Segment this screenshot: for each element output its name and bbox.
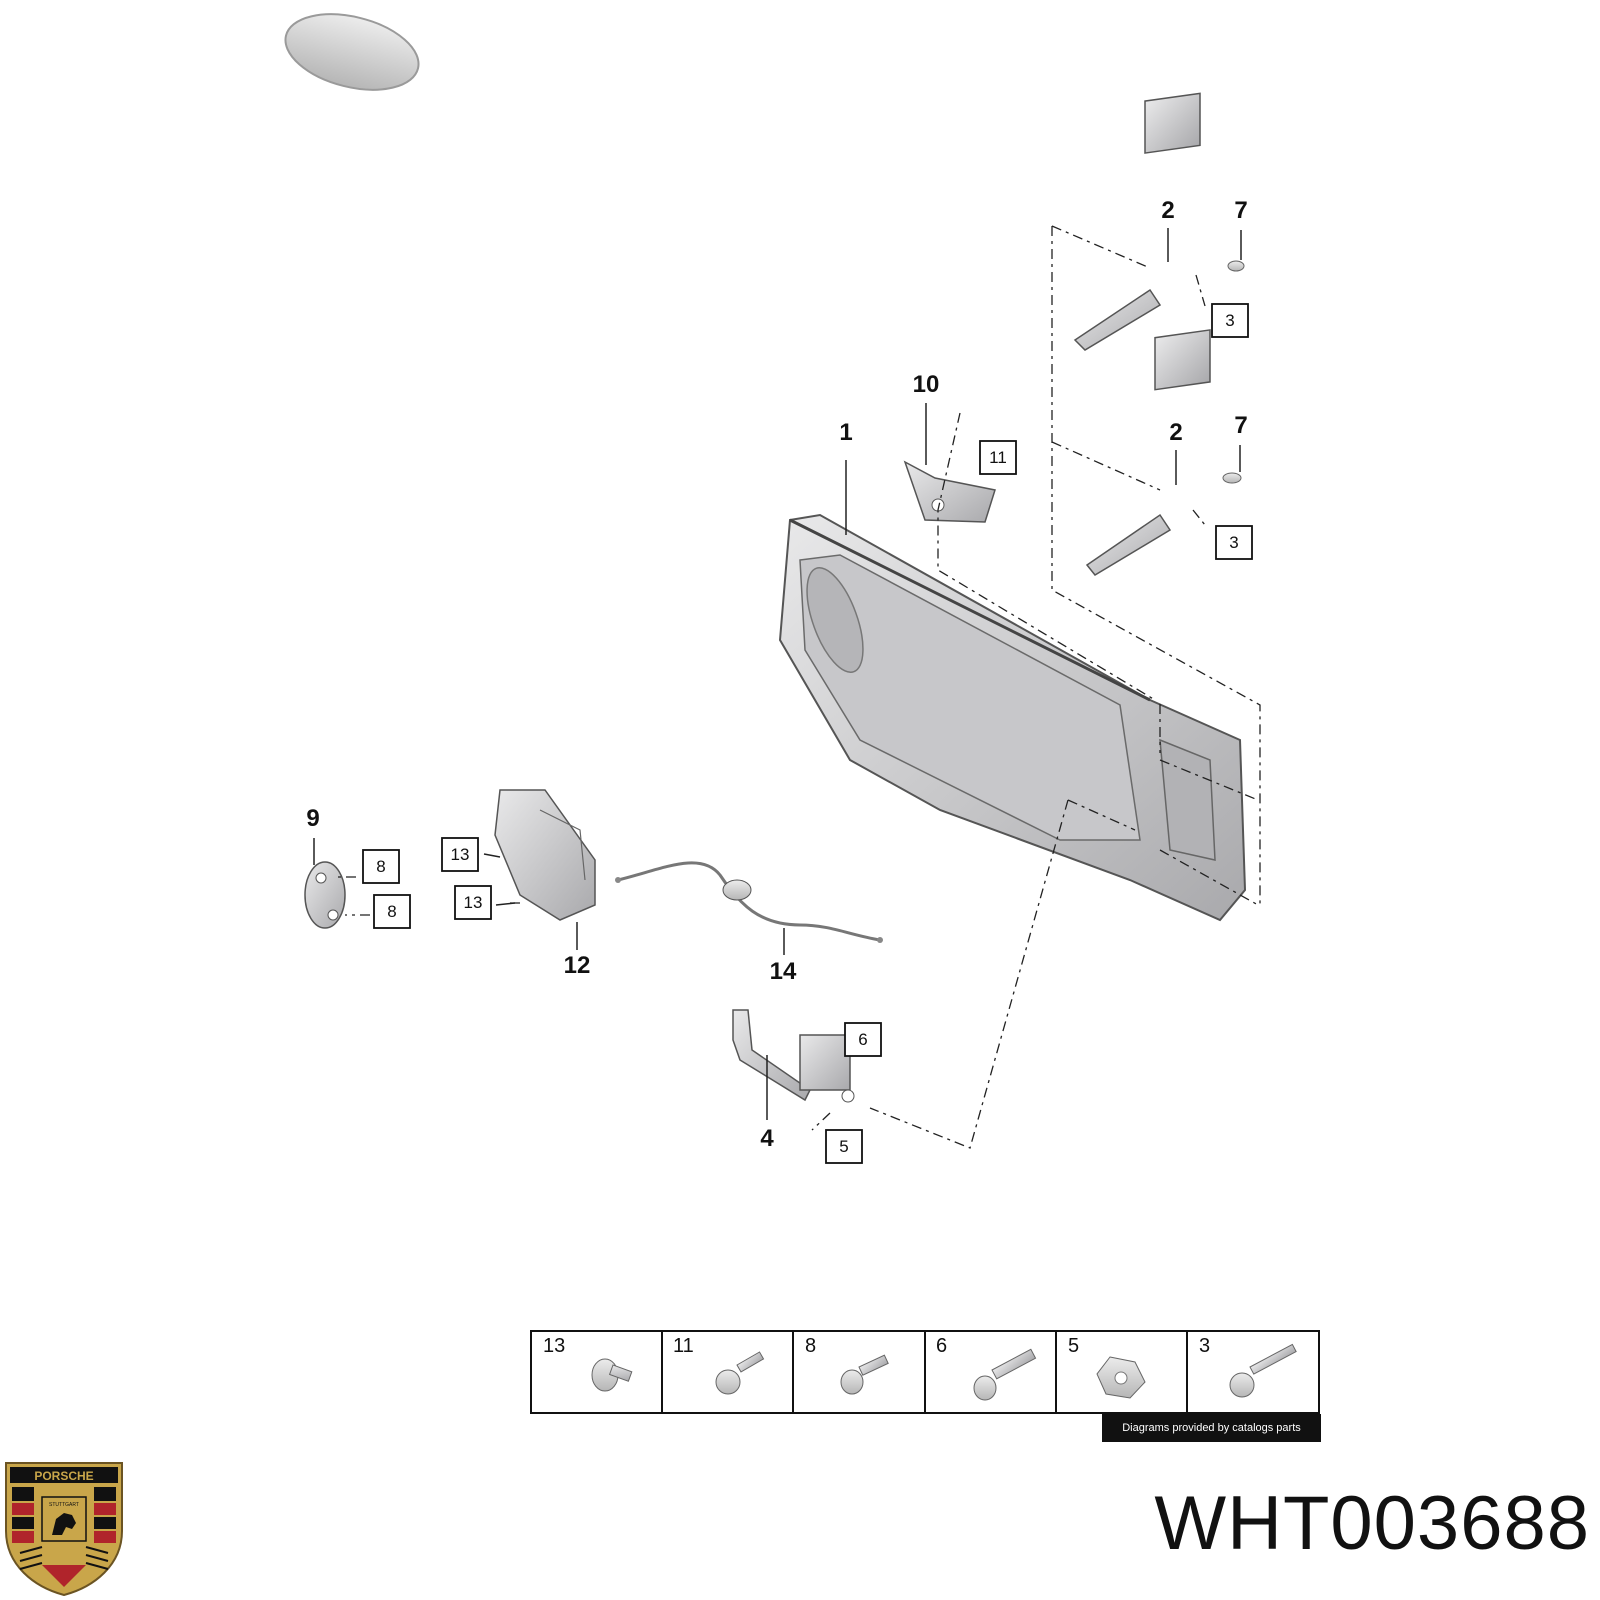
legend-11: 11	[673, 1335, 694, 1357]
porsche-crest-logo: PORSCHE STUTTGART	[5, 1462, 123, 1597]
screw-8-icon	[840, 1354, 889, 1395]
vehicle-thumbnail	[284, 13, 420, 91]
screw-11-icon	[715, 1351, 765, 1395]
callout-1: 1	[839, 419, 852, 446]
svg-text:STUTTGART: STUTTGART	[49, 1502, 79, 1508]
ref-13-lower: 13	[464, 893, 483, 912]
nut-5-icon	[1096, 1356, 1146, 1399]
callout-10: 10	[913, 371, 940, 398]
callout-2-lower: 2	[1169, 419, 1182, 446]
callout-12: 12	[564, 952, 591, 979]
plug-upper	[1227, 260, 1245, 272]
bolt-3-icon	[1229, 1343, 1297, 1398]
striker-plate	[304, 861, 346, 929]
ref-5: 5	[839, 1137, 848, 1156]
hinge-lower	[1085, 329, 1211, 576]
ref-11: 11	[989, 448, 1007, 467]
screw-6-icon	[973, 1348, 1037, 1401]
legend-5: 5	[1068, 1335, 1079, 1357]
part-number: WHT003688	[1154, 1481, 1590, 1566]
boxed-ref-labels: 3 3 11 8 8 13 13 6 5	[376, 311, 1238, 1156]
fastener-legend: 13 11 8 6 5 3	[530, 1330, 1320, 1414]
diagram-credit: Diagrams provided by catalogs parts	[1102, 1414, 1321, 1442]
legend-8: 8	[805, 1335, 816, 1357]
callout-7-upper: 7	[1234, 197, 1247, 224]
plug-lower	[1222, 472, 1242, 484]
release-cable	[615, 861, 883, 943]
callout-labels: 1 2 7 2 7 10 9 12 14 4	[306, 197, 1247, 1152]
callout-leaders	[313, 228, 1242, 1120]
door-lock	[494, 789, 596, 921]
legend-13: 13	[543, 1335, 565, 1357]
boxed-refs	[362, 303, 1253, 1164]
ref-8-upper: 8	[376, 857, 385, 876]
callout-4: 4	[760, 1125, 774, 1152]
reinforcement-bracket	[903, 460, 996, 523]
callout-9: 9	[306, 805, 319, 832]
callout-14: 14	[770, 958, 797, 985]
ref-6: 6	[858, 1030, 867, 1049]
hinge-upper	[1073, 92, 1201, 351]
svg-text:PORSCHE: PORSCHE	[34, 1469, 93, 1483]
callout-2-upper: 2	[1161, 197, 1174, 224]
door-check	[732, 1009, 855, 1103]
door-shell	[778, 513, 1247, 922]
ref-13-upper: 13	[451, 845, 470, 864]
screw-13-icon	[591, 1358, 633, 1392]
ref-8-lower: 8	[387, 902, 396, 921]
ref-3-upper: 3	[1225, 311, 1234, 330]
ref-3-lower: 3	[1229, 533, 1238, 552]
legend-6: 6	[936, 1335, 947, 1357]
callout-7-lower: 7	[1234, 412, 1247, 439]
legend-3: 3	[1199, 1335, 1210, 1357]
